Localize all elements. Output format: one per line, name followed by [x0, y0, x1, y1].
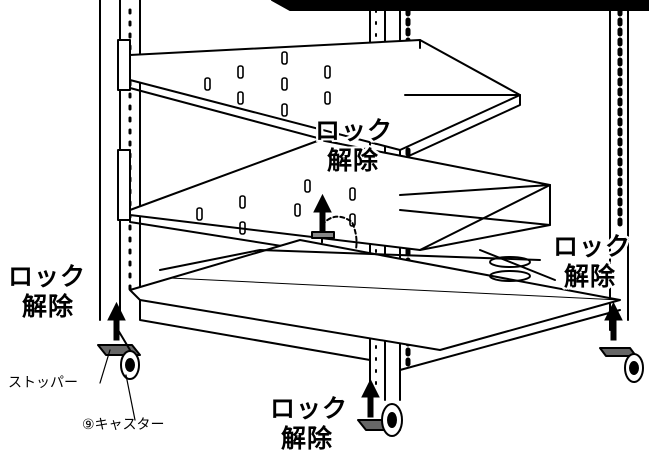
- middle-shelf: [129, 139, 551, 270]
- up-arrow-center: [361, 378, 380, 418]
- caster-leader: [125, 374, 136, 421]
- stopper-leader: [99, 349, 111, 384]
- lock-release-label-center-line1: ロック: [270, 394, 349, 423]
- right-rear-post: [609, 0, 629, 331]
- lock-release-label-right-line2: 解除: [564, 262, 617, 291]
- lock-release-label-center-line2: 解除: [281, 424, 334, 453]
- up-arrow-middle: [313, 193, 332, 233]
- lock-release-label-middle-line2: 解除: [327, 146, 380, 175]
- caster-left: [97, 329, 141, 380]
- bottom-frame: [129, 239, 621, 371]
- caster-label: ⑨キャスター: [82, 417, 165, 433]
- caster-right: [599, 347, 644, 383]
- top-frame-bar: [271, 0, 649, 11]
- left-bracket-upper: [117, 39, 131, 91]
- lock-release-label-left-line2: 解除: [22, 292, 75, 321]
- lock-release-label-middle-line1: ロック: [315, 116, 394, 145]
- up-arrow-right: [604, 301, 623, 341]
- lock-release-label-right-line1: ロック: [553, 232, 632, 261]
- caster-center: [357, 403, 403, 437]
- stopper-label: ストッパー: [8, 375, 78, 391]
- up-arrow-left: [107, 301, 126, 341]
- lock-release-label-left-line1: ロック: [8, 262, 87, 291]
- left-bracket-lower: [117, 149, 131, 221]
